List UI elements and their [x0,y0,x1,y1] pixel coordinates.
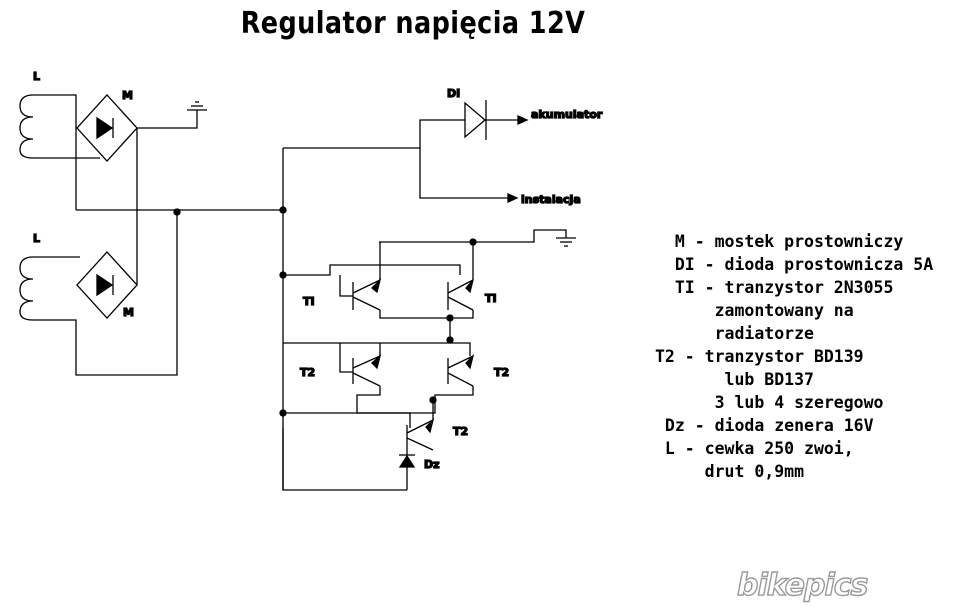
legend-row: DI - dioda prostownicza 5A [655,255,934,274]
label-t1-left: TI [303,295,315,308]
legend-row: L - cewka 250 zwoi, [655,439,854,458]
label-akumulator: akumulator [531,108,603,121]
legend-row: zamontowany na [655,301,854,320]
junction-dot [279,206,287,214]
label-coil-top: L [33,70,40,83]
logo-text: bikepics [737,568,868,603]
legend-row: TI - tranzystor 2N3055 [655,278,894,297]
junction-dot [446,314,454,322]
junction-dot [446,336,454,344]
transistor-t2-right [447,353,475,387]
component-legend: M - mostek prostowniczy DI - dioda prost… [655,230,933,483]
transistor-t1-right [447,279,474,311]
transistor-t2-left [352,354,382,387]
legend-row: drut 0,9mm [655,462,805,481]
label-d1: DI [447,87,460,100]
bikepics-logo: bikepics [736,567,869,603]
diode-d1 [464,100,487,140]
diagram-title: Regulator napięcia 12V [240,6,586,41]
legend-row: T2 - tranzystor BD139 [655,347,864,366]
label-instalacja: instalacja [521,193,581,206]
junction-dot [173,208,181,216]
transistor-t1-left [352,277,382,311]
coil-top [19,94,100,210]
label-t1-right: TI [485,292,497,305]
label-bridge-top: M [122,89,133,102]
zener-diode-dz [398,454,416,490]
label-coil-bottom: L [33,232,40,245]
label-bridge-bottom: M [123,306,134,319]
label-dz: Dz [424,458,440,471]
coil-bottom [19,212,178,376]
legend-row: lub BD137 [655,370,814,389]
bridge-rectifier-top [76,94,198,285]
label-t2-bottom: T2 [453,425,468,438]
legend-row: M - mostek prostowniczy [655,232,904,251]
legend-row: Dz - dioda zenera 16V [655,416,874,435]
ground-symbol-right [556,237,576,247]
legend-row: radiatorze [655,324,814,343]
legend-row: 3 lub 4 szeregowo [655,393,884,412]
ground-symbol-top [187,101,207,111]
label-t2-left: T2 [300,366,315,379]
label-t2-right: T2 [494,366,509,379]
transistor-t2-bottom [406,417,435,451]
bridge-rectifier-bottom [76,251,138,319]
